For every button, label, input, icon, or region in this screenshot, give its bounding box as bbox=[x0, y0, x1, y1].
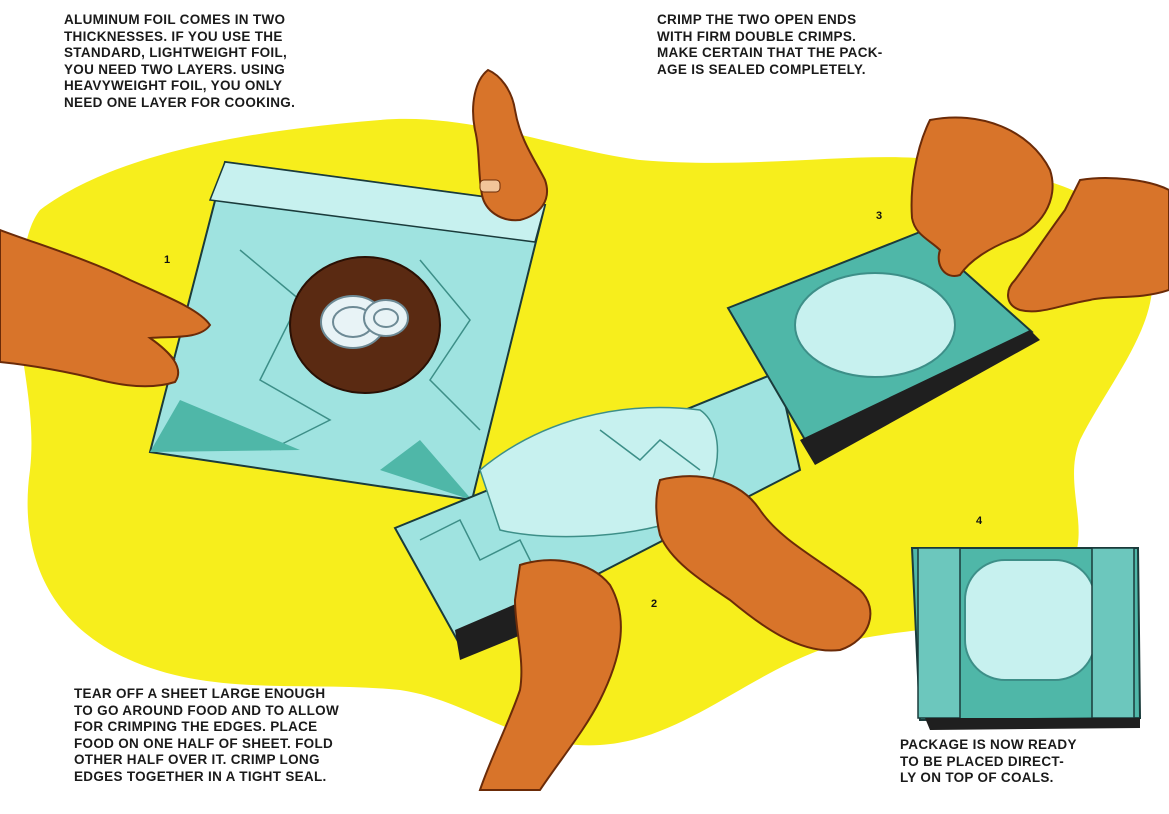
caption-tear-sheet: TEAR OFF A SHEET LARGE ENOUGH TO GO AROU… bbox=[74, 686, 494, 785]
caption-crimp-ends: CRIMP THE TWO OPEN ENDS WITH FIRM DOUBLE… bbox=[657, 12, 967, 78]
step-number-2: 2 bbox=[651, 598, 657, 610]
caption-package-ready: PACKAGE IS NOW READY TO BE PLACED DIRECT… bbox=[900, 737, 1150, 787]
step-number-4: 4 bbox=[976, 515, 982, 527]
caption-foil-thickness: ALUMINUM FOIL COMES IN TWO THICKNESSES. … bbox=[64, 12, 404, 111]
step-number-3: 3 bbox=[876, 210, 882, 222]
step-4-package bbox=[912, 548, 1140, 730]
step-number-1: 1 bbox=[164, 254, 170, 266]
